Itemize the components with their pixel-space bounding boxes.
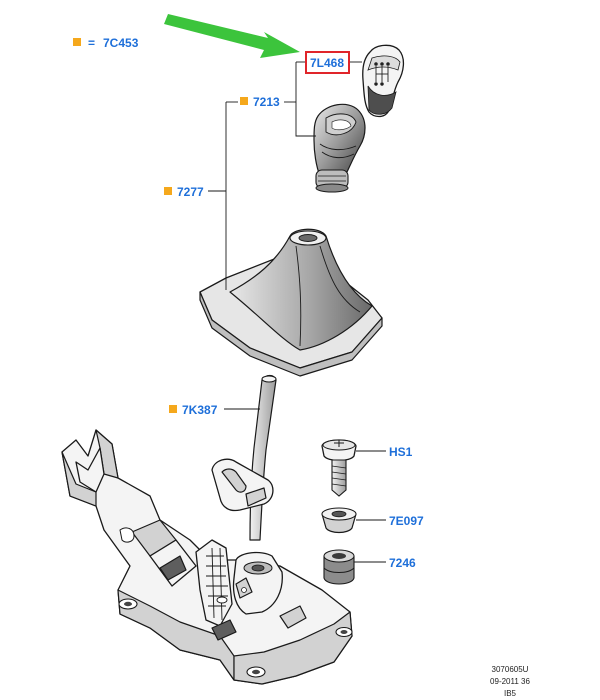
marker-icon [169, 405, 177, 413]
callout-label-bolt: HS1 [389, 445, 413, 459]
footer-line-2: 09-2011 36 [490, 677, 530, 686]
base-housing-part [61, 429, 353, 685]
callout-label-boot: 7277 [177, 185, 204, 199]
callout-knob: 7213 [240, 95, 280, 109]
marker-icon [164, 187, 172, 195]
callout-label-knob-insert: 7L468 [310, 56, 344, 70]
callout-label-knob: 7213 [253, 95, 280, 109]
marker-icon [240, 97, 248, 105]
legend: = 7C453 [73, 36, 139, 50]
callout-label-grommet: 7246 [389, 556, 416, 570]
callout-bushing: 7E097 [389, 514, 424, 528]
bolt-part [321, 439, 357, 497]
grommet-part [323, 549, 355, 585]
reference-footer: 3070605U 09-2011 36 IB5 [490, 665, 530, 698]
callout-knob-insert: 7L468 [305, 51, 350, 74]
bushing-part [321, 507, 357, 534]
gear-boot-part [199, 228, 383, 377]
callout-grommet: 7246 [389, 556, 416, 570]
gear-pattern-icon [374, 62, 390, 86]
leader-lines [208, 61, 386, 563]
footer-line-3: IB5 [504, 689, 517, 698]
callout-label-lever: 7K387 [182, 403, 218, 417]
callout-lever: 7K387 [169, 403, 218, 417]
callout-label-bushing: 7E097 [389, 514, 424, 528]
knob-insert-part [362, 44, 405, 118]
legend-marker-icon [73, 38, 81, 46]
shift-knob-part [313, 103, 366, 193]
footer-line-1: 3070605U [492, 665, 529, 674]
legend-code: 7C453 [103, 36, 139, 50]
legend-equals: = [88, 36, 95, 50]
callout-bolt: HS1 [389, 445, 413, 459]
shift-lever-part [211, 374, 277, 541]
callout-boot: 7277 [164, 185, 204, 199]
pointer-arrow-icon [164, 14, 300, 58]
highlight-box [305, 51, 350, 74]
